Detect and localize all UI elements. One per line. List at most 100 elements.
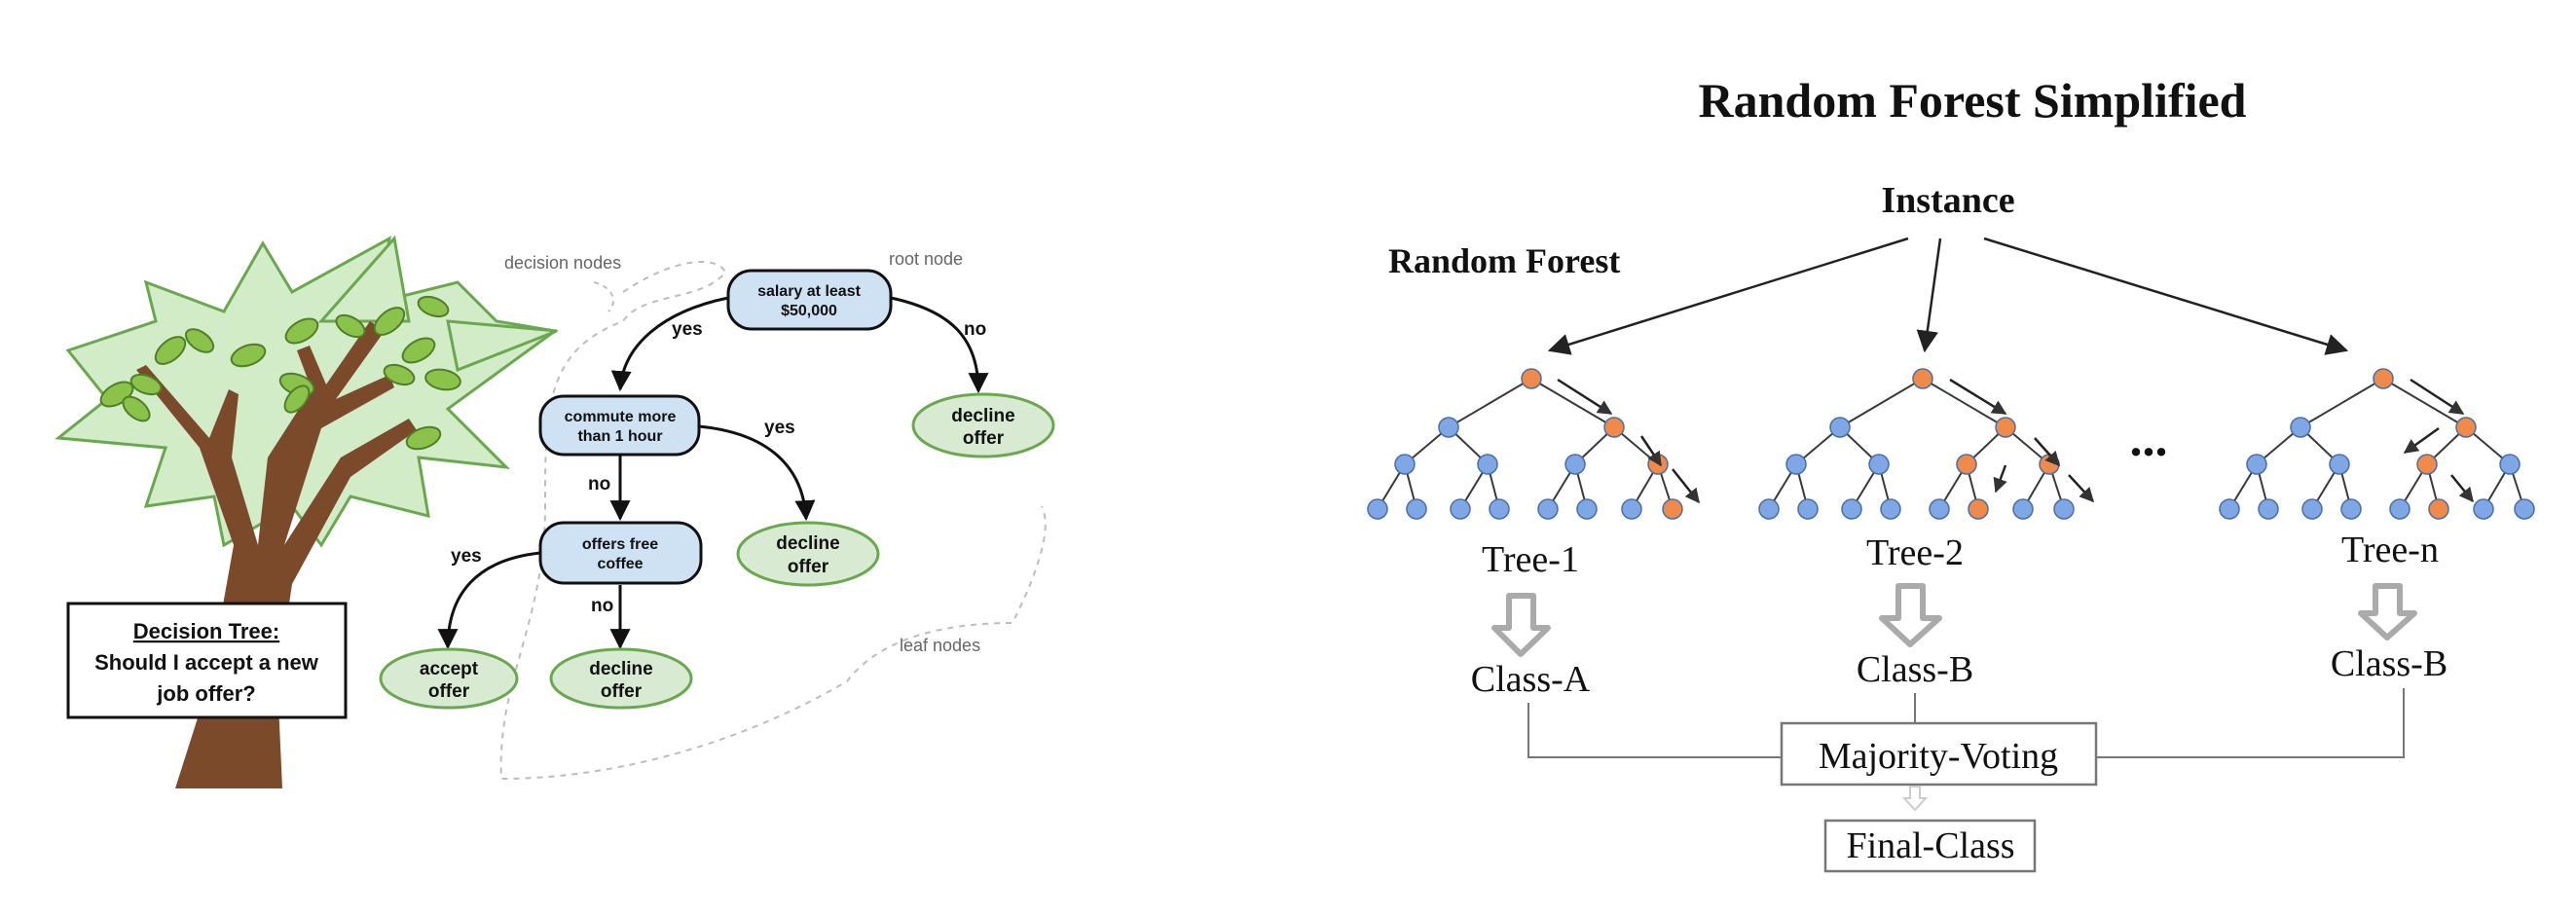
tree-node — [1912, 368, 1933, 389]
tree-node — [2219, 498, 2240, 520]
svg-text:offer: offer — [428, 681, 470, 702]
tree-edges — [1768, 378, 2065, 510]
tree-node — [1367, 498, 1388, 520]
hollow-arrows — [1491, 583, 2417, 657]
tree-node — [2428, 498, 2449, 520]
decision-edges — [437, 296, 989, 650]
leaf-node: accept offer — [379, 647, 519, 710]
svg-text:offer: offer — [788, 557, 829, 577]
hollow-down-arrow — [2358, 583, 2417, 640]
svg-text:Majority-Voting: Majority-Voting — [1819, 736, 2058, 777]
caption-line: Should I accept a new — [94, 650, 319, 675]
hollow-down-arrow — [1491, 593, 1551, 657]
forest-tree-n — [2219, 368, 2535, 520]
leaf-node: decline offer — [736, 521, 880, 587]
svg-text:offers free: offers free — [582, 536, 658, 553]
tree-node — [1662, 498, 1683, 520]
instance-arrows — [1547, 237, 2349, 355]
trees-ellipsis: ... — [2130, 412, 2168, 467]
decision-tree-panel: Decision Tree: Should I accept a new job… — [55, 235, 1055, 788]
tree-node — [2416, 454, 2438, 475]
hollow-down-arrow-small — [1901, 786, 1929, 812]
majority-voting-box: Majority-Voting — [1780, 721, 2098, 787]
forest-tree-2 — [1758, 368, 2095, 520]
caption-line: job offer? — [156, 681, 255, 706]
svg-text:decline: decline — [776, 533, 839, 554]
commute-node: commute more than 1 hour — [538, 394, 701, 457]
arrow-to-tree-n — [1983, 237, 2349, 355]
tree-node — [1576, 498, 1598, 520]
tree-node — [1438, 417, 1459, 438]
svg-text:offer: offer — [601, 681, 643, 702]
leaf-node: decline offer — [549, 647, 693, 710]
leaf-node: decline offer — [911, 392, 1055, 458]
tree-node — [1785, 454, 1807, 475]
edge-label-commute-no: no — [588, 474, 610, 494]
svg-text:$50,000: $50,000 — [781, 303, 837, 319]
tree-node — [2340, 498, 2362, 520]
tree-node — [2514, 498, 2535, 520]
hollow-down-arrow — [1879, 583, 1942, 647]
tree-node — [1758, 498, 1780, 520]
tree-node — [2389, 498, 2410, 520]
root-node-annotation: root node — [889, 249, 963, 269]
tree-node — [1394, 454, 1416, 475]
forest-tree-1 — [1367, 368, 1700, 520]
decision-path-arrows — [1557, 378, 1700, 504]
random-forest-label: Random Forest — [1388, 241, 1620, 280]
tree-node — [2373, 368, 2394, 389]
edge-label-commute-yes: yes — [764, 418, 795, 438]
svg-text:salary at least: salary at least — [757, 283, 862, 300]
tree-node — [1406, 498, 1427, 520]
coffee-node: offers free coffee — [538, 521, 703, 585]
tree-node — [1603, 417, 1625, 438]
svg-text:Final-Class: Final-Class — [1846, 825, 2014, 866]
tree-node — [1841, 498, 1862, 520]
decision-path-arrows — [1949, 378, 2095, 503]
svg-text:offer: offer — [963, 428, 1005, 449]
svg-text:decline: decline — [589, 659, 652, 679]
decision-nodes-bracket — [593, 281, 614, 312]
tree-label: Tree-1 — [1482, 539, 1579, 580]
instance-label: Instance — [1881, 180, 2014, 221]
tree-node — [1450, 498, 1471, 520]
edge-label-root-yes: yes — [672, 319, 703, 340]
decision-nodes-annotation: decision nodes — [504, 253, 621, 273]
random-forest-panel: Random Forest Simplified Instance Random… — [1367, 73, 2535, 873]
svg-text:accept: accept — [420, 659, 479, 679]
tree-node — [2329, 454, 2350, 475]
arrow-to-tree-1 — [1547, 237, 1909, 355]
tree-trunk — [136, 321, 417, 788]
edge-label-root-no: no — [964, 319, 986, 340]
svg-text:decline: decline — [951, 406, 1014, 426]
edge-label-coffee-no: no — [591, 596, 613, 616]
leaf-nodes-annotation: leaf nodes — [900, 636, 980, 655]
tree-label: Tree-2 — [1866, 532, 1964, 573]
tree-node — [1797, 498, 1819, 520]
tree-node — [2499, 454, 2521, 475]
tree-node — [1956, 454, 1977, 475]
tree-node — [2301, 498, 2323, 520]
edge-root-yes — [610, 296, 729, 392]
tree-node — [1829, 417, 1851, 438]
tree-node — [1968, 498, 1989, 520]
edge-coffee-yes — [437, 551, 541, 650]
tree-node — [2053, 498, 2075, 520]
tree-edges — [1377, 378, 1674, 510]
tree-node — [1489, 498, 1510, 520]
class-label: Class-B — [2331, 643, 2447, 684]
tree-edges — [2228, 378, 2525, 510]
tree-node — [2473, 498, 2494, 520]
voting-connectors — [1527, 688, 2405, 758]
decision-path-arrows — [2403, 378, 2474, 503]
caption-title: Decision Tree: — [133, 619, 279, 643]
svg-text:than 1 hour: than 1 hour — [577, 428, 662, 445]
tree-node — [1621, 498, 1642, 520]
tree-node — [2039, 454, 2060, 475]
tree-node — [1564, 454, 1586, 475]
tree-node — [1995, 417, 2016, 438]
edge-label-coffee-yes: yes — [451, 546, 482, 567]
tree-node — [1477, 454, 1498, 475]
tree-node — [2012, 498, 2034, 520]
foliage-spike — [317, 235, 411, 323]
